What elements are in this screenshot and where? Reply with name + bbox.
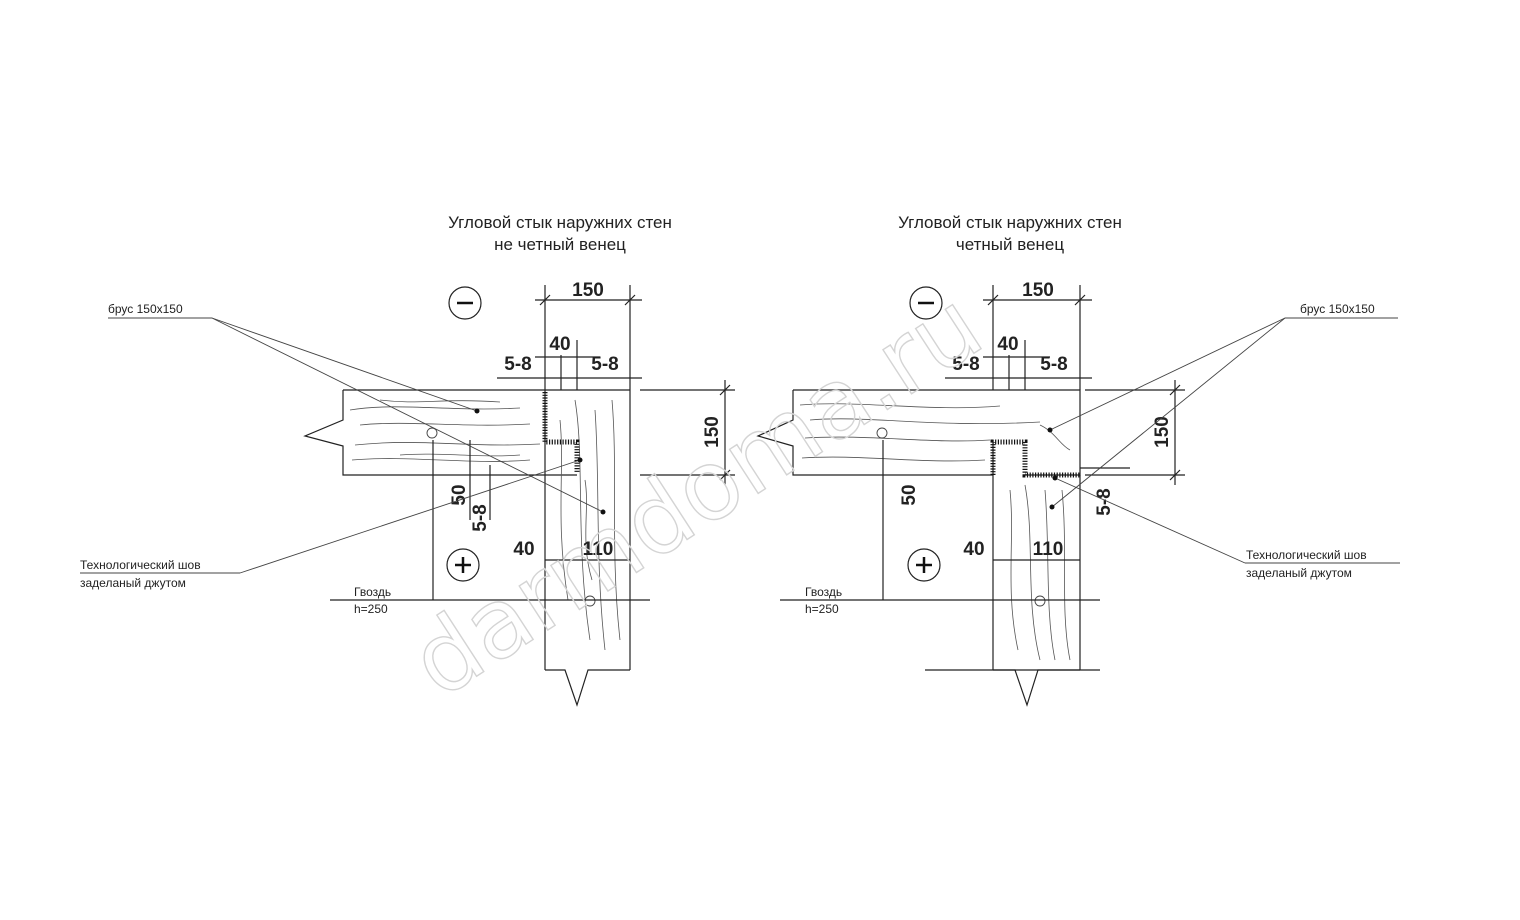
right-dim-150-top: 150 — [1022, 280, 1054, 301]
left-label-seam-1: Технологический шов — [80, 558, 201, 572]
right-minus-icon — [909, 286, 943, 320]
left-dim-150-top: 150 — [572, 280, 604, 301]
left-horizontal-beam — [303, 389, 630, 476]
left-lower-dimensions — [330, 440, 650, 601]
left-dim-5-8-a: 5-8 — [504, 354, 531, 375]
right-detail: Угловой стык наружних стен четный венец — [756, 213, 1400, 707]
left-dim-5-8-v: 5-8 — [470, 504, 491, 531]
right-label-seam-1: Технологический шов — [1246, 548, 1367, 562]
right-title-line1: Угловой стык наружних стен — [898, 213, 1122, 232]
right-lower-dimensions — [780, 440, 1100, 671]
left-jute-seam — [542, 392, 580, 473]
left-title-line2: не четный венец — [494, 235, 626, 254]
right-label-seam-2: заделаный джутом — [1246, 566, 1352, 580]
right-label-brus: брус 150х150 — [1300, 302, 1375, 316]
right-plus-icon — [907, 548, 941, 582]
right-top-dimensions — [945, 285, 1092, 390]
left-plus-icon — [446, 548, 480, 582]
right-dim-5-8-b: 5-8 — [1040, 354, 1067, 375]
right-label-nail-2: h=250 — [805, 602, 839, 616]
left-label-nail-2: h=250 — [354, 602, 388, 616]
right-title-line2: четный венец — [956, 235, 1064, 254]
left-dim-40-bot: 40 — [513, 539, 534, 560]
left-label-brus: брус 150х150 — [108, 302, 183, 316]
right-dim-5-8-v: 5-8 — [1094, 488, 1115, 515]
left-dim-5-8-b: 5-8 — [591, 354, 618, 375]
right-dim-150-side: 150 — [1152, 416, 1173, 448]
right-dim-110: 110 — [1033, 539, 1064, 560]
right-leaders — [1047, 317, 1400, 564]
left-dim-50: 50 — [449, 484, 470, 505]
left-label-nail-1: Гвоздь — [354, 585, 391, 599]
left-detail: Угловой стык наружних стен не четный вен… — [80, 213, 735, 707]
left-top-dimensions — [497, 285, 642, 390]
right-side-dimension — [1080, 380, 1185, 485]
left-nail-icon-1 — [426, 427, 438, 439]
right-dim-40-bot: 40 — [963, 539, 984, 560]
left-dim-110: 110 — [583, 539, 614, 560]
left-vertical-beam — [544, 390, 631, 707]
left-title-line1: Угловой стык наружних стен — [448, 213, 672, 232]
right-dim-50: 50 — [899, 484, 920, 505]
right-jute-seam — [990, 439, 1080, 478]
right-nail-icon-2 — [1034, 595, 1046, 607]
left-dim-150-side: 150 — [702, 416, 723, 448]
left-minus-icon — [448, 286, 482, 320]
left-leaders — [80, 317, 606, 574]
left-side-dimension — [640, 380, 735, 485]
right-dim-40-top: 40 — [997, 334, 1018, 355]
right-dim-5-8-a: 5-8 — [952, 354, 979, 375]
left-dim-40-top: 40 — [549, 334, 570, 355]
left-nail-icon-2 — [584, 595, 596, 607]
right-label-nail-1: Гвоздь — [805, 585, 842, 599]
right-horizontal-beam — [756, 389, 1081, 476]
left-label-seam-2: заделаный джутом — [80, 576, 186, 590]
right-nail-icon-1 — [876, 427, 888, 439]
right-vertical-beam — [992, 440, 1081, 707]
